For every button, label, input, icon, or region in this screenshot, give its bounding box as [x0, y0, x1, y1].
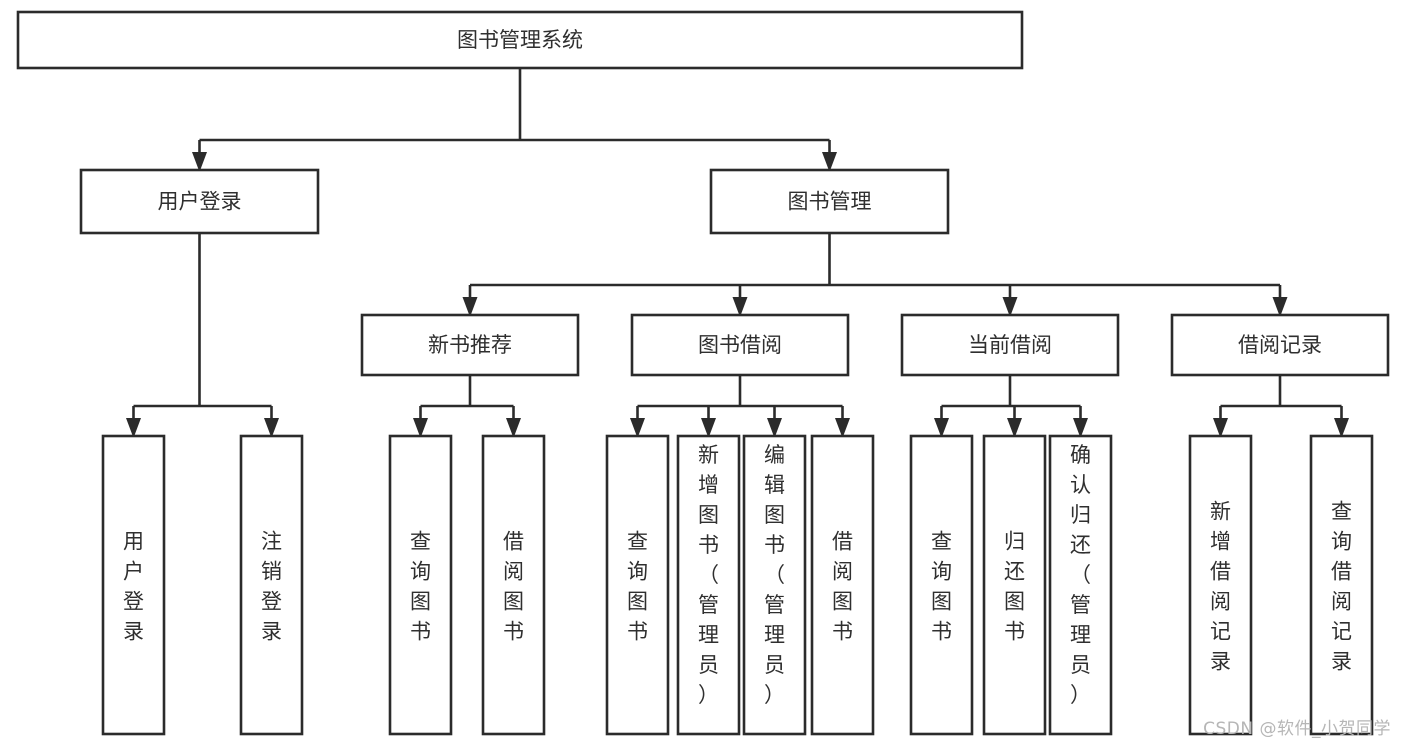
node-label: 图书管理	[788, 190, 872, 214]
node-box	[605, 434, 670, 736]
arrow-head-icon	[1002, 297, 1018, 317]
arrow-head-icon	[630, 418, 645, 438]
node-leaf-query-book-3[interactable]: 查询图书	[909, 434, 974, 736]
arrow-head-icon	[506, 418, 521, 438]
nodes-layer: 图书管理系统用户登录图书管理新书推荐图书借阅当前借阅借阅记录用户登录注销登录查询…	[16, 10, 1390, 736]
node-box	[909, 434, 974, 736]
node-label: 用户登录	[123, 529, 144, 643]
node-book-manage[interactable]: 图书管理	[709, 168, 950, 235]
node-box	[1188, 434, 1253, 736]
node-label: 注销登录	[261, 529, 282, 643]
arrow-head-icon	[264, 418, 279, 438]
node-leaf-borrow-book-1[interactable]: 借阅图书	[481, 434, 546, 736]
node-box	[676, 434, 741, 736]
arrow-head-icon	[835, 418, 850, 438]
arrow-head-icon	[126, 418, 141, 438]
node-leaf-user-logout[interactable]: 注销登录	[239, 434, 304, 736]
node-leaf-add-record[interactable]: 新增借阅记录	[1188, 434, 1253, 736]
arrow-head-icon	[1073, 418, 1088, 438]
arrow-head-icon	[934, 418, 949, 438]
node-box	[1170, 313, 1390, 377]
arrow-head-icon	[462, 297, 478, 317]
arrow-head-icon	[1334, 418, 1349, 438]
node-leaf-query-book-2[interactable]: 查询图书	[605, 434, 670, 736]
watermark-text: CSDN @软件_小贺同学	[1203, 719, 1391, 739]
node-label: 查询图书	[627, 529, 648, 643]
node-label: 查询借阅记录	[1331, 499, 1352, 673]
arrow-head-icon	[1007, 418, 1022, 438]
arrow-head-icon	[732, 297, 748, 317]
node-borrow-record[interactable]: 借阅记录	[1170, 313, 1390, 377]
arrow-head-icon	[822, 152, 837, 172]
node-box	[742, 434, 807, 736]
node-box	[360, 313, 580, 377]
node-label: 确认归还（管理员）	[1070, 443, 1091, 707]
node-label: 新增图书（管理员）	[698, 443, 719, 707]
node-box	[1048, 434, 1113, 736]
node-leaf-return-book[interactable]: 归还图书	[982, 434, 1047, 736]
node-box	[16, 10, 1024, 70]
node-box	[481, 434, 546, 736]
node-user-login[interactable]: 用户登录	[79, 168, 320, 235]
arrow-head-icon	[1213, 418, 1228, 438]
node-leaf-edit-book[interactable]: 编辑图书（管理员）	[742, 434, 807, 736]
arrow-head-icon	[701, 418, 716, 438]
arrow-head-icon	[1272, 297, 1288, 317]
arrow-head-icon	[767, 418, 782, 438]
node-label: 用户登录	[158, 190, 242, 214]
node-current-borrow[interactable]: 当前借阅	[900, 313, 1120, 377]
node-label: 图书借阅	[698, 333, 782, 357]
node-leaf-add-book[interactable]: 新增图书（管理员）	[676, 434, 741, 736]
node-box	[900, 313, 1120, 377]
node-box	[982, 434, 1047, 736]
node-leaf-user-login[interactable]: 用户登录	[101, 434, 166, 736]
node-label: 编辑图书（管理员）	[764, 443, 785, 707]
node-label: 新书推荐	[428, 333, 512, 357]
node-label: 借阅图书	[832, 529, 853, 643]
node-box	[709, 168, 950, 235]
node-label: 查询图书	[931, 529, 952, 643]
node-label: 归还图书	[1004, 529, 1025, 643]
node-book-borrow[interactable]: 图书借阅	[630, 313, 850, 377]
node-label: 借阅记录	[1238, 333, 1322, 357]
node-leaf-confirm-return[interactable]: 确认归还（管理员）	[1048, 434, 1113, 736]
node-leaf-query-book-1[interactable]: 查询图书	[388, 434, 453, 736]
node-label: 新增借阅记录	[1210, 499, 1231, 673]
node-new-book-rec[interactable]: 新书推荐	[360, 313, 580, 377]
node-label: 查询图书	[410, 529, 431, 643]
node-label: 图书管理系统	[457, 28, 583, 52]
node-box	[79, 168, 320, 235]
node-box	[239, 434, 304, 736]
node-box	[810, 434, 875, 736]
node-leaf-query-record[interactable]: 查询借阅记录	[1309, 434, 1374, 736]
node-box	[388, 434, 453, 736]
node-label: 当前借阅	[968, 333, 1052, 357]
node-label: 借阅图书	[503, 529, 524, 643]
node-box	[101, 434, 166, 736]
arrow-head-icon	[192, 152, 207, 172]
edges-layer	[126, 68, 1349, 438]
node-leaf-borrow-book-2[interactable]: 借阅图书	[810, 434, 875, 736]
node-box	[630, 313, 850, 377]
arrow-head-icon	[413, 418, 428, 438]
node-root[interactable]: 图书管理系统	[16, 10, 1024, 70]
node-box	[1309, 434, 1374, 736]
